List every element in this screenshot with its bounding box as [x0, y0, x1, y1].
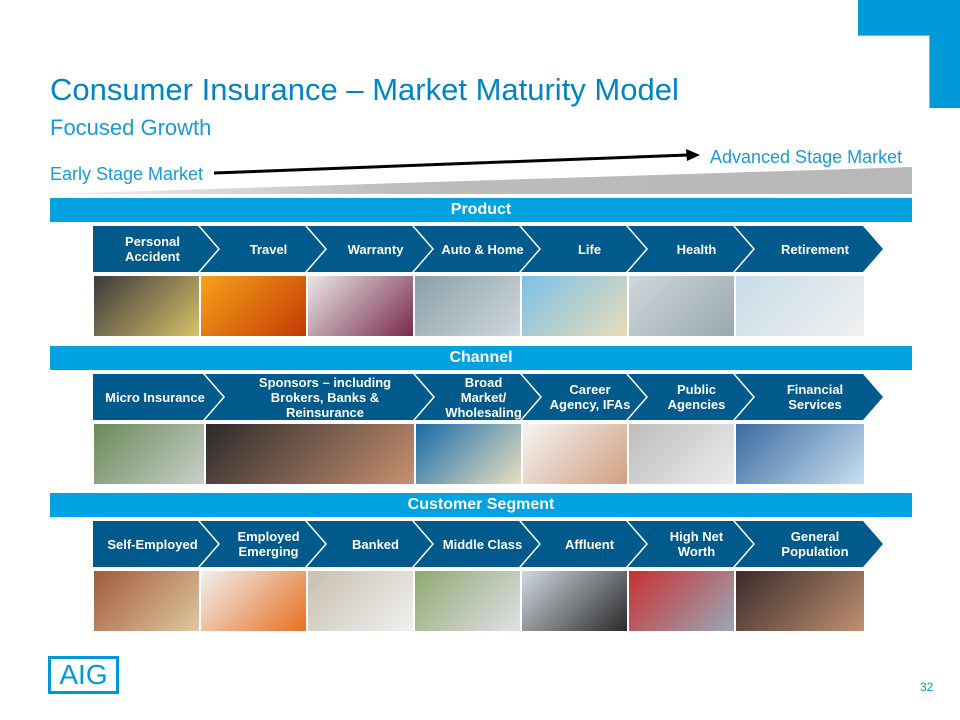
channel-photo: [736, 424, 864, 484]
aig-logo: AIG: [48, 656, 119, 694]
product-chevron-label: Health: [676, 241, 717, 257]
channel-chevron-label: Financial Services: [786, 382, 844, 412]
segment-chevron-label: Middle Class: [442, 536, 523, 552]
segment-chevron: Affluent: [521, 521, 646, 567]
channel-chevron-label: Broad Market/ Wholesaling: [445, 374, 522, 420]
page-number: 32: [920, 680, 934, 694]
product-chevron: Health: [628, 226, 753, 272]
channel-chevron-label: Sponsors – including Brokers, Banks & Re…: [258, 374, 392, 420]
product-photo: [94, 276, 199, 336]
product-chevron-label: Personal Accident: [125, 234, 180, 264]
segment-photo: [415, 571, 520, 631]
segment-band: Customer Segment: [50, 493, 912, 517]
product-chevron: Personal Accident: [93, 226, 218, 272]
page-subtitle: Focused Growth: [50, 115, 212, 140]
channel-chevron: Broad Market/ Wholesaling: [415, 374, 540, 420]
product-photo: [629, 276, 734, 336]
product-chevron: Retirement: [735, 226, 883, 272]
maturity-arrow-icon: [213, 149, 700, 175]
segment-chevron-label: Self-Employed: [107, 536, 198, 552]
segment-chevron: Banked: [307, 521, 432, 567]
segment-chevron-label: Employed Emerging: [237, 529, 300, 559]
product-chevron-label: Retirement: [781, 241, 849, 257]
product-chevron-label: Warranty: [347, 241, 404, 257]
segment-photo: [522, 571, 627, 631]
product-chevron-label: Life: [577, 241, 602, 257]
channel-photo: [206, 424, 414, 484]
segment-photo: [736, 571, 864, 631]
advanced-stage-label: Advanced Stage Market: [710, 147, 903, 167]
segment-chevron: Self-Employed: [93, 521, 218, 567]
product-chevron-label: Auto & Home: [441, 241, 524, 257]
segment-chevron-label: High Net Worth: [669, 529, 724, 559]
segment-photo: [94, 571, 199, 631]
early-stage-label: Early Stage Market: [50, 164, 204, 184]
segment-chevron-label: General Population: [781, 529, 849, 559]
segment-chevron-label: Banked: [352, 536, 399, 552]
channel-chevron-label: Career Agency, IFAs: [549, 382, 631, 412]
channel-photo: [629, 424, 734, 484]
channel-chevron: Public Agencies: [628, 374, 753, 420]
channel-chevron-label: Public Agencies: [667, 382, 726, 412]
product-photo: [201, 276, 306, 336]
channel-chevron-label: Micro Insurance: [105, 389, 205, 405]
page-title: Consumer Insurance – Market Maturity Mod…: [50, 72, 679, 107]
product-photo: [736, 276, 864, 336]
product-chevron: Life: [521, 226, 646, 272]
segment-photo: [201, 571, 306, 631]
channel-chevron: Sponsors – including Brokers, Banks & Re…: [205, 374, 433, 420]
product-band: Product: [50, 198, 912, 222]
product-chevron-label: Travel: [249, 241, 288, 257]
segment-chevron: Middle Class: [414, 521, 539, 567]
channel-photo: [416, 424, 521, 484]
segment-photo: [308, 571, 413, 631]
channel-photo: [523, 424, 627, 484]
segment-chevron-label: Affluent: [564, 536, 615, 552]
product-chevron: Travel: [200, 226, 325, 272]
segment-photo: [629, 571, 734, 631]
segment-chevron: Employed Emerging: [200, 521, 325, 567]
product-chevron: Auto & Home: [414, 226, 539, 272]
channel-photo: [94, 424, 204, 484]
channel-chevron: Career Agency, IFAs: [522, 374, 646, 420]
product-photo: [522, 276, 627, 336]
product-chevron: Warranty: [307, 226, 432, 272]
channel-chevron: Micro Insurance: [93, 374, 223, 420]
channel-chevron: Financial Services: [735, 374, 883, 420]
product-photo: [308, 276, 413, 336]
product-photo: [415, 276, 520, 336]
segment-chevron: General Population: [735, 521, 883, 567]
segment-chevron: High Net Worth: [628, 521, 753, 567]
channel-band: Channel: [50, 346, 912, 370]
